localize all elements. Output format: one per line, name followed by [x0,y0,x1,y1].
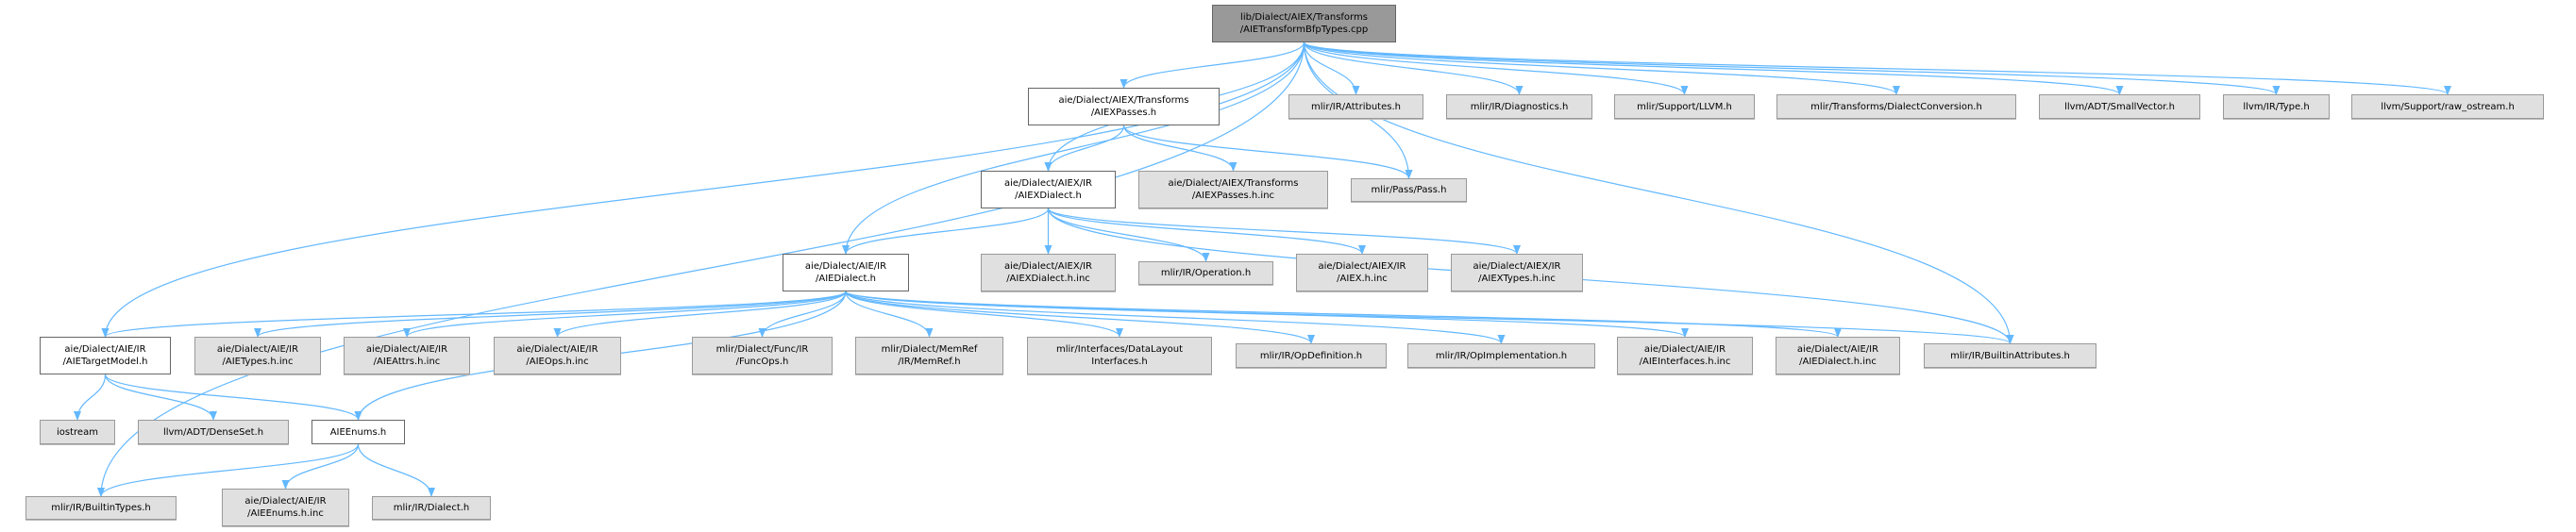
graph-node-type: llvm/IR/Type.h [2223,94,2330,119]
graph-node-aiextypes-inc: aie/Dialect/AIEX/IR /AIEXTypes.h.inc [1451,254,1583,291]
edge-root-to-builtintypes [97,42,1305,497]
edge-aiexdialect-to-aiex_inc [1047,208,1366,255]
edge-aiedialect-to-aieops_inc [553,291,847,338]
graph-node-pass: mlir/Pass/Pass.h [1351,178,1467,202]
graph-node-aieenums-inc: aie/Dialect/AIE/IR /AIEEnums.h.inc [222,489,349,526]
edge-aietargetmodel-to-iostream [74,374,107,421]
edge-root-to-aiexpasses [1120,42,1305,89]
edge-aiedialect-to-builtinattributes [845,291,2014,344]
graph-node-llvm: mlir/Support/LLVM.h [1614,94,1755,119]
edge-aiedialect-to-datalayout [845,291,1123,338]
graph-node-smallvector: llvm/ADT/SmallVector.h [2039,94,2200,119]
graph-node-aiex-inc: aie/Dialect/AIEX/IR /AIEX.h.inc [1296,254,1428,291]
edge-root-to-aietargetmodel [101,42,1305,338]
edge-aiedialect-to-aietypes_inc [254,291,847,338]
graph-node-raw-ostream: llvm/Support/raw_ostream.h [2351,94,2544,119]
edge-root-to-dialectconversion [1303,42,1900,95]
graph-node-aiexpasses-inc: aie/Dialect/AIEX/Transforms /AIEXPasses.… [1138,171,1328,208]
graph-node-aiexpasses[interactable]: aie/Dialect/AIEX/Transforms /AIEXPasses.… [1028,88,1220,125]
graph-node-dialect: mlir/IR/Dialect.h [372,496,491,520]
graph-node-opdefinition: mlir/IR/OpDefinition.h [1236,343,1387,368]
edge-aiexpasses-to-aiexdialect [1044,125,1125,172]
graph-node-aiedialect-inc: aie/Dialect/AIE/IR /AIEDialect.h.inc [1776,337,1900,374]
edge-aietargetmodel-to-aieenums [104,374,362,421]
edge-root-to-smallvector [1303,42,2124,95]
edge-aiexpasses-to-pass [1122,125,1413,179]
edge-aiedialect-to-memref [845,291,934,338]
graph-node-denseset: llvm/ADT/DenseSet.h [138,420,289,444]
edge-aieenums-to-aieenums_inc [281,443,360,490]
graph-node-diagnostics: mlir/IR/Diagnostics.h [1446,94,1592,119]
edge-aieenums-to-dialect [357,443,435,497]
edge-root-to-diagnostics [1303,42,1524,95]
graph-node-attributes: mlir/IR/Attributes.h [1288,94,1423,119]
edge-aiedialect-to-funcops [758,291,847,338]
edge-aiedialect-to-opdefinition [845,291,1315,344]
graph-node-aieops-inc: aie/Dialect/AIE/IR /AIEOps.h.inc [494,337,621,374]
edge-aietargetmodel-to-denseset [104,374,217,421]
graph-node-datalayout: mlir/Interfaces/DataLayout Interfaces.h [1027,337,1212,374]
edge-aiedialect-to-aietargetmodel [101,291,847,338]
graph-node-aieenums[interactable]: AIEEnums.h [311,420,405,444]
graph-node-aiedialect[interactable]: aie/Dialect/AIE/IR /AIEDialect.h [783,254,909,291]
edge-aiexpasses-to-aiexpasses_inc [1122,125,1237,172]
graph-node-dialectconversion: mlir/Transforms/DialectConversion.h [1776,94,2016,119]
edge-aieenums-to-builtintypes [97,443,360,497]
edge-root-to-aiedialect [842,42,1305,255]
graph-node-operation: mlir/IR/Operation.h [1138,261,1273,285]
edge-aiexdialect-to-aiedialect [842,208,1050,255]
edge-aiedialect-to-opimplementation [845,291,1506,344]
edge-root-to-attributes [1303,42,1360,95]
graph-node-aiexdialect-inc: aie/Dialect/AIEX/IR /AIEXDialect.h.inc [981,254,1116,291]
graph-node-opimplementation: mlir/IR/OpImplementation.h [1407,343,1595,368]
graph-node-builtintypes: mlir/IR/BuiltinTypes.h [25,496,177,520]
edge-root-to-llvm [1303,42,1689,95]
edge-aiexdialect-to-aiextypes_inc [1047,208,1521,255]
graph-node-iostream: iostream [40,420,115,444]
edge-root-to-type [1303,42,2281,95]
graph-node-aieattrs-inc: aie/Dialect/AIE/IR /AIEAttrs.h.inc [344,337,470,374]
graph-node-aietypes-inc: aie/Dialect/AIE/IR /AIETypes.h.inc [194,337,321,374]
graph-node-aieinterfaces-inc: aie/Dialect/AIE/IR /AIEInterfaces.h.inc [1617,337,1753,374]
graph-node-memref: mlir/Dialect/MemRef /IR/MemRef.h [855,337,1003,374]
graph-node-funcops: mlir/Dialect/Func/IR /FuncOps.h [692,337,833,374]
edge-aiexdialect-to-operation [1047,208,1210,262]
graph-node-root[interactable]: lib/Dialect/AIEX/Transforms /AIETransfor… [1212,5,1396,42]
edge-aiedialect-to-aieattrs_inc [403,291,847,338]
graph-node-aietargetmodel[interactable]: aie/Dialect/AIE/IR /AIETargetModel.h [40,337,171,374]
graph-node-aiexdialect[interactable]: aie/Dialect/AIEX/IR /AIEXDialect.h [981,171,1116,208]
edge-root-to-raw_ostream [1303,42,2451,95]
graph-node-builtinattributes: mlir/IR/BuiltinAttributes.h [1924,343,2096,368]
edge-aiedialect-to-aiedialect_inc [845,291,1842,338]
